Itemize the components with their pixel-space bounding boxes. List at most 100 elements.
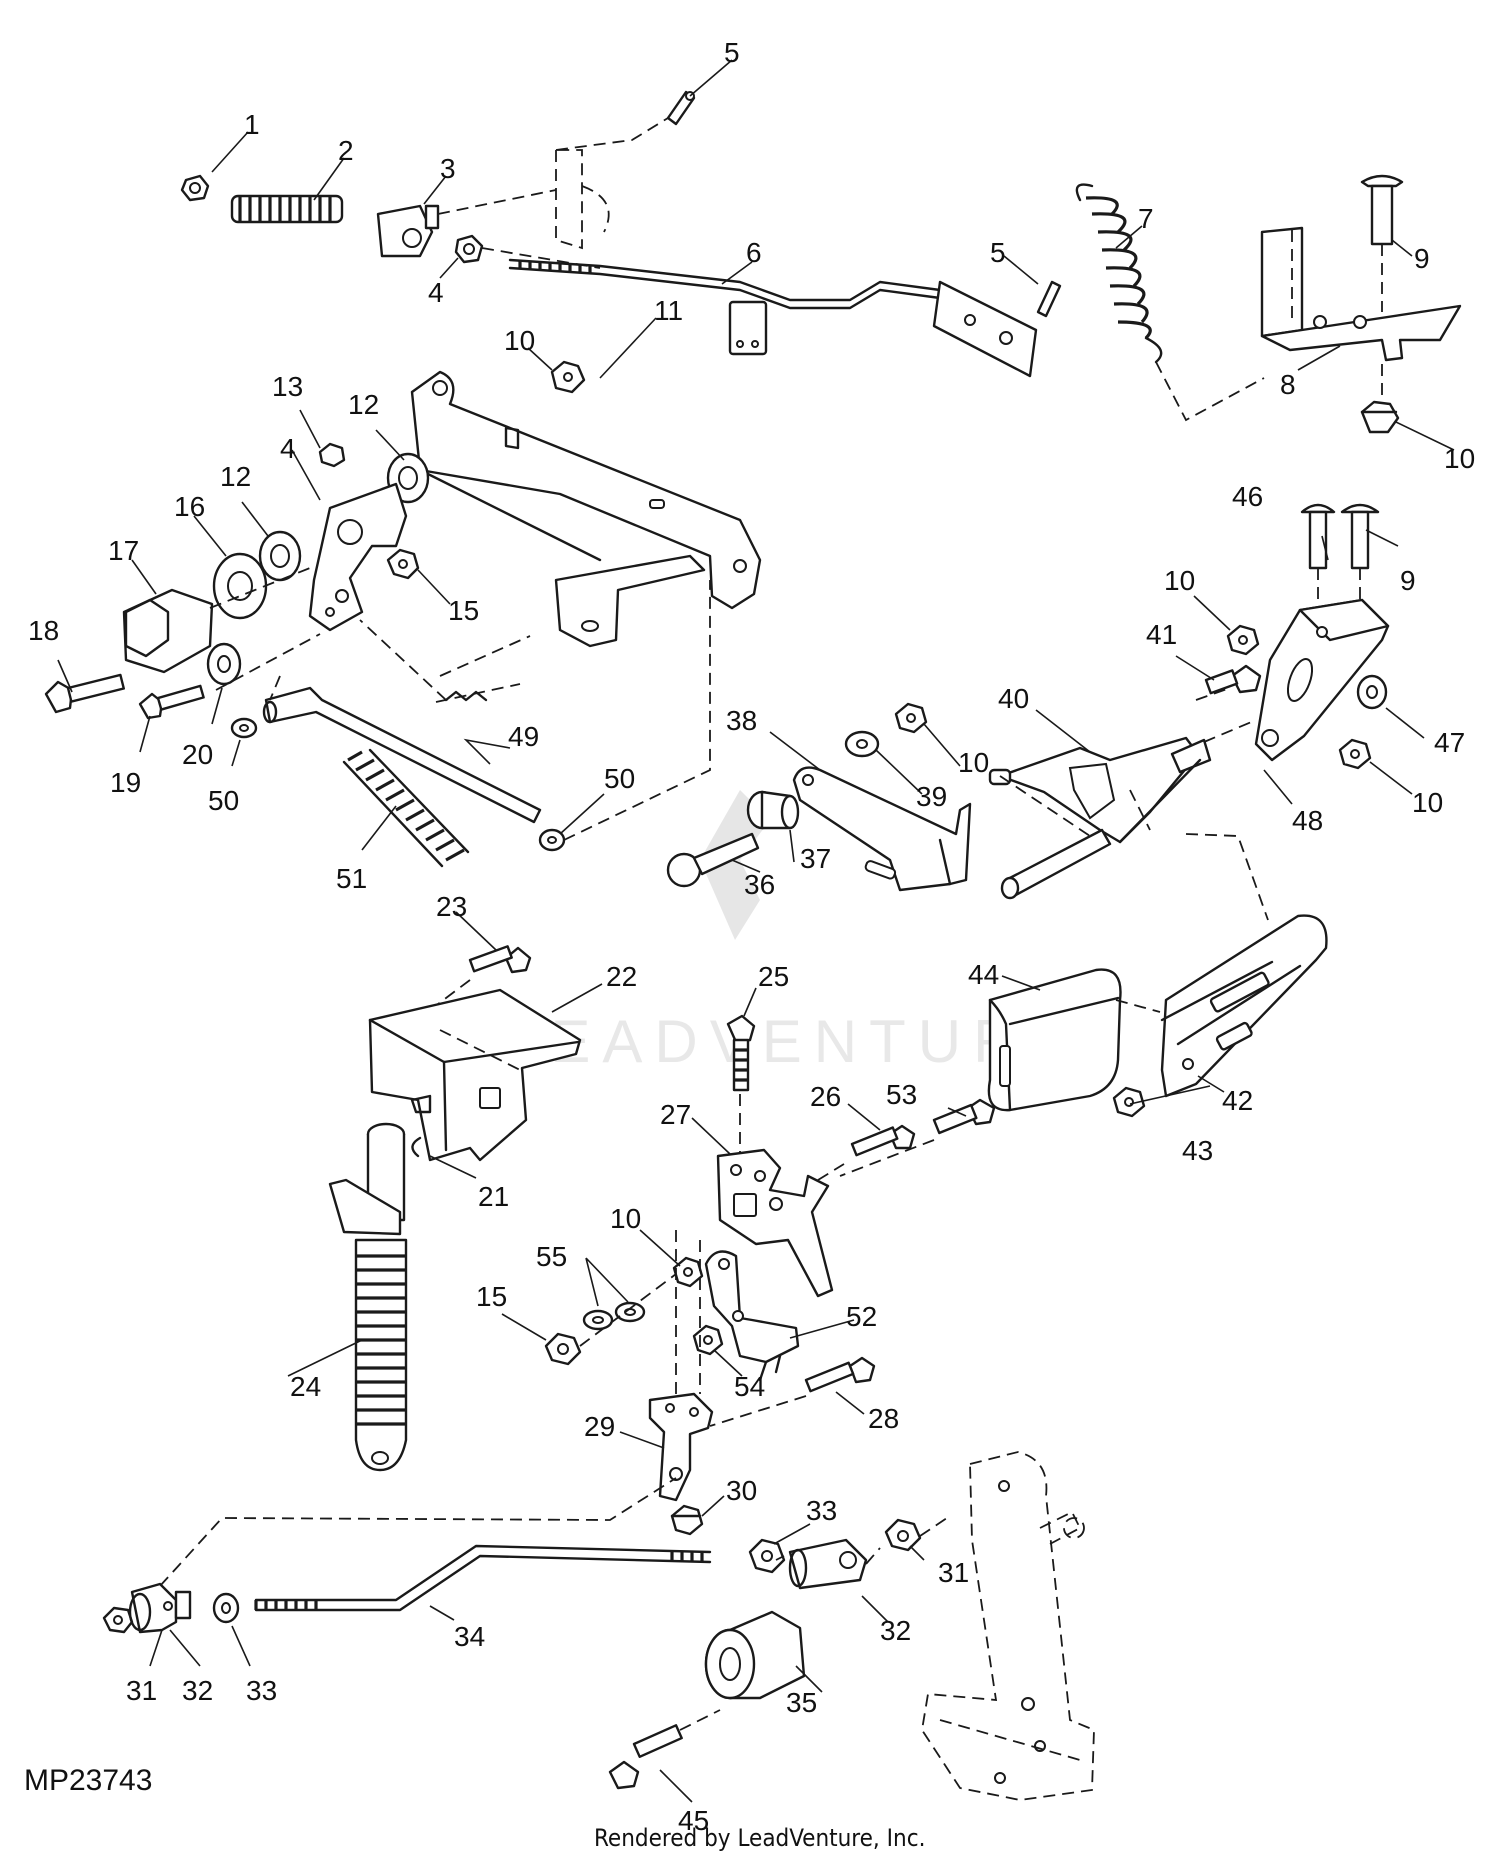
part-45-bolt <box>608 1709 721 1790</box>
callout-52: 52 <box>846 1301 877 1332</box>
part-10-nut-lower <box>672 1256 704 1288</box>
part-50-washer-right <box>538 580 711 852</box>
callout-47: 47 <box>1434 727 1465 758</box>
part-10-nut-top-right <box>1360 364 1400 434</box>
part-5-cotter-pin-top <box>666 90 696 126</box>
part-16-washer <box>212 552 268 620</box>
part-22-bracket <box>368 988 582 1162</box>
part-28-bolt <box>709 1356 876 1427</box>
callout-46: 46 <box>1232 481 1263 512</box>
part-7-spring <box>1075 183 1265 422</box>
dashed-bracket-top <box>437 117 669 269</box>
part-30-nut <box>670 1504 704 1536</box>
part-39-washer <box>844 730 880 758</box>
callout-24: 24 <box>290 1371 321 1402</box>
callout-4-lever: 4 <box>280 433 296 464</box>
callout-7: 7 <box>1138 203 1154 234</box>
callout-13: 13 <box>272 371 303 402</box>
part-15-nut-lower <box>544 1273 677 1366</box>
callout-35: 35 <box>786 1687 817 1718</box>
callout-10-center: 10 <box>958 747 989 778</box>
callout-10-top-right: 10 <box>1444 443 1475 474</box>
part-20-washer <box>206 642 242 686</box>
part-33-nut-right <box>748 1538 786 1574</box>
callout-50-left: 50 <box>208 785 239 816</box>
part-41-bolt <box>1195 664 1262 701</box>
callout-41: 41 <box>1146 619 1177 650</box>
part-32-swivel-right <box>775 1538 868 1590</box>
callout-42: 42 <box>1222 1085 1253 1116</box>
callout-55: 55 <box>536 1241 567 1272</box>
part-29-bracket <box>648 1230 714 1502</box>
watermark-text: LEADVENTURE <box>505 1008 1080 1075</box>
part-47-nut <box>1356 674 1388 710</box>
footer-credit: Rendered by LeadVenture, Inc. <box>594 1824 925 1852</box>
part-10-nut-right-lower <box>1338 738 1372 770</box>
callout-30: 30 <box>726 1475 757 1506</box>
callout-31-left: 31 <box>126 1675 157 1706</box>
callout-50-right: 50 <box>604 763 635 794</box>
callout-44: 44 <box>968 959 999 990</box>
callout-21: 21 <box>478 1181 509 1212</box>
part-33-nut-left <box>212 1592 240 1624</box>
part-52-bracket <box>704 1250 800 1382</box>
part-10-nut-center <box>894 702 928 734</box>
callout-49: 49 <box>508 721 539 752</box>
part-25-bolt <box>726 1014 756 1154</box>
callout-9-top: 9 <box>1414 243 1430 274</box>
part-31-nut-left <box>102 1606 134 1634</box>
callout-6: 6 <box>746 237 762 268</box>
pedal-dashed-outline <box>921 1451 1095 1801</box>
part-49-rod <box>262 619 542 824</box>
part-19-bolt <box>138 684 205 720</box>
callout-48: 48 <box>1292 805 1323 836</box>
part-13-nut-small <box>318 442 346 468</box>
callout-28: 28 <box>868 1403 899 1434</box>
callout-15-lower: 15 <box>476 1281 507 1312</box>
part-17-spacer <box>122 588 214 674</box>
callout-27: 27 <box>660 1099 691 1130</box>
part-8-bracket <box>1260 226 1462 362</box>
callout-12-lower: 12 <box>220 461 251 492</box>
callout-33-right: 33 <box>806 1495 837 1526</box>
callout-15-upper: 15 <box>448 595 479 626</box>
callout-10-lower: 10 <box>610 1203 641 1234</box>
callout-39: 39 <box>916 781 947 812</box>
part-9-bolt-top <box>1360 174 1404 312</box>
part-1-nut <box>180 174 210 202</box>
callout-25: 25 <box>758 961 789 992</box>
callout-32-right: 32 <box>880 1615 911 1646</box>
callouts: 1 2 3 4 4 5 5 6 7 8 9 9 10 10 10 10 10 1… <box>28 37 1475 1836</box>
callout-9-right: 9 <box>1400 565 1416 596</box>
part-27-pedal-bracket <box>716 1148 845 1298</box>
callout-10-upper: 10 <box>504 325 535 356</box>
part-3-pivot-block <box>376 204 440 258</box>
callout-29: 29 <box>584 1411 615 1442</box>
callout-5-top: 5 <box>724 37 740 68</box>
callout-4-nut: 4 <box>428 277 444 308</box>
dashed-leaders-left <box>209 567 521 703</box>
part-21-clip <box>411 1136 422 1158</box>
part-44-pedal-pad <box>987 968 1122 1112</box>
callout-18: 18 <box>28 615 59 646</box>
part-51-spring <box>342 748 470 868</box>
part-37-bushing <box>746 790 800 830</box>
part-6-rod <box>508 258 1038 378</box>
callout-10-right-lower: 10 <box>1412 787 1443 818</box>
part-24-lever <box>328 1122 408 1472</box>
callout-19: 19 <box>110 767 141 798</box>
callout-10-right-upper: 10 <box>1164 565 1195 596</box>
callout-16: 16 <box>174 491 205 522</box>
part-32-swivel-left <box>128 1582 192 1634</box>
part-4-lever-arm <box>308 482 408 632</box>
part-34-rod <box>159 1477 712 1612</box>
part-10-nut-right-upper <box>1226 624 1260 656</box>
callout-26: 26 <box>810 1081 841 1112</box>
callout-5-mid: 5 <box>990 237 1006 268</box>
part-35-bushing <box>704 1610 806 1700</box>
callout-3: 3 <box>440 153 456 184</box>
callout-31-right: 31 <box>938 1557 969 1588</box>
callout-33-left: 33 <box>246 1675 277 1706</box>
callout-1: 1 <box>244 109 260 140</box>
